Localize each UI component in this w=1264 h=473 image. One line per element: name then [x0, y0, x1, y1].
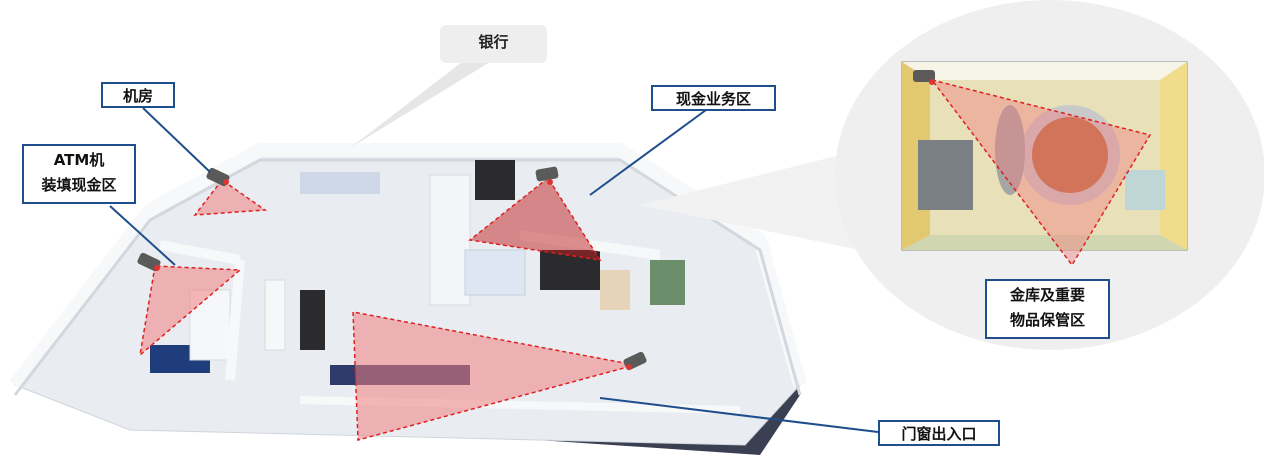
outer-wall [9, 143, 807, 390]
room-block [300, 290, 325, 350]
camera-fov [193, 178, 268, 216]
vault-label: 金库及重要 物品保管区 [985, 279, 1110, 339]
camera-icon [913, 70, 935, 85]
camera-icon [206, 167, 230, 187]
vault-picture [901, 61, 1188, 267]
cash-area-label: 现金业务区 [651, 85, 776, 111]
leader-line [589, 109, 707, 196]
room-block [264, 279, 286, 351]
room-block [429, 174, 471, 306]
bank-bubble-tail [350, 62, 490, 148]
room-block [650, 260, 685, 305]
outer-wall-shade [13, 158, 802, 396]
room-block [600, 270, 630, 310]
room-block [464, 249, 526, 296]
camera-fov [138, 265, 242, 357]
bank-label: 银行 [478, 33, 509, 51]
leader-line [142, 107, 211, 173]
room-block [475, 160, 515, 200]
camera-fov [352, 311, 636, 441]
zoom-connector [640, 150, 860, 250]
server-room-label: 机房 [101, 82, 175, 108]
camera-fov [468, 176, 602, 261]
entrance-label: 门窗出入口 [878, 420, 1000, 446]
camera-icon [623, 351, 647, 371]
atm-label: ATM机 装填现金区 [22, 144, 136, 204]
leader-line [599, 397, 879, 433]
interior-wall [225, 259, 245, 381]
room-block [300, 172, 380, 194]
camera-icon [137, 252, 161, 272]
bank-bubble: 银行 [440, 25, 547, 63]
leader-line [109, 205, 176, 266]
camera-icon [535, 166, 559, 185]
interior-wall [159, 240, 241, 265]
